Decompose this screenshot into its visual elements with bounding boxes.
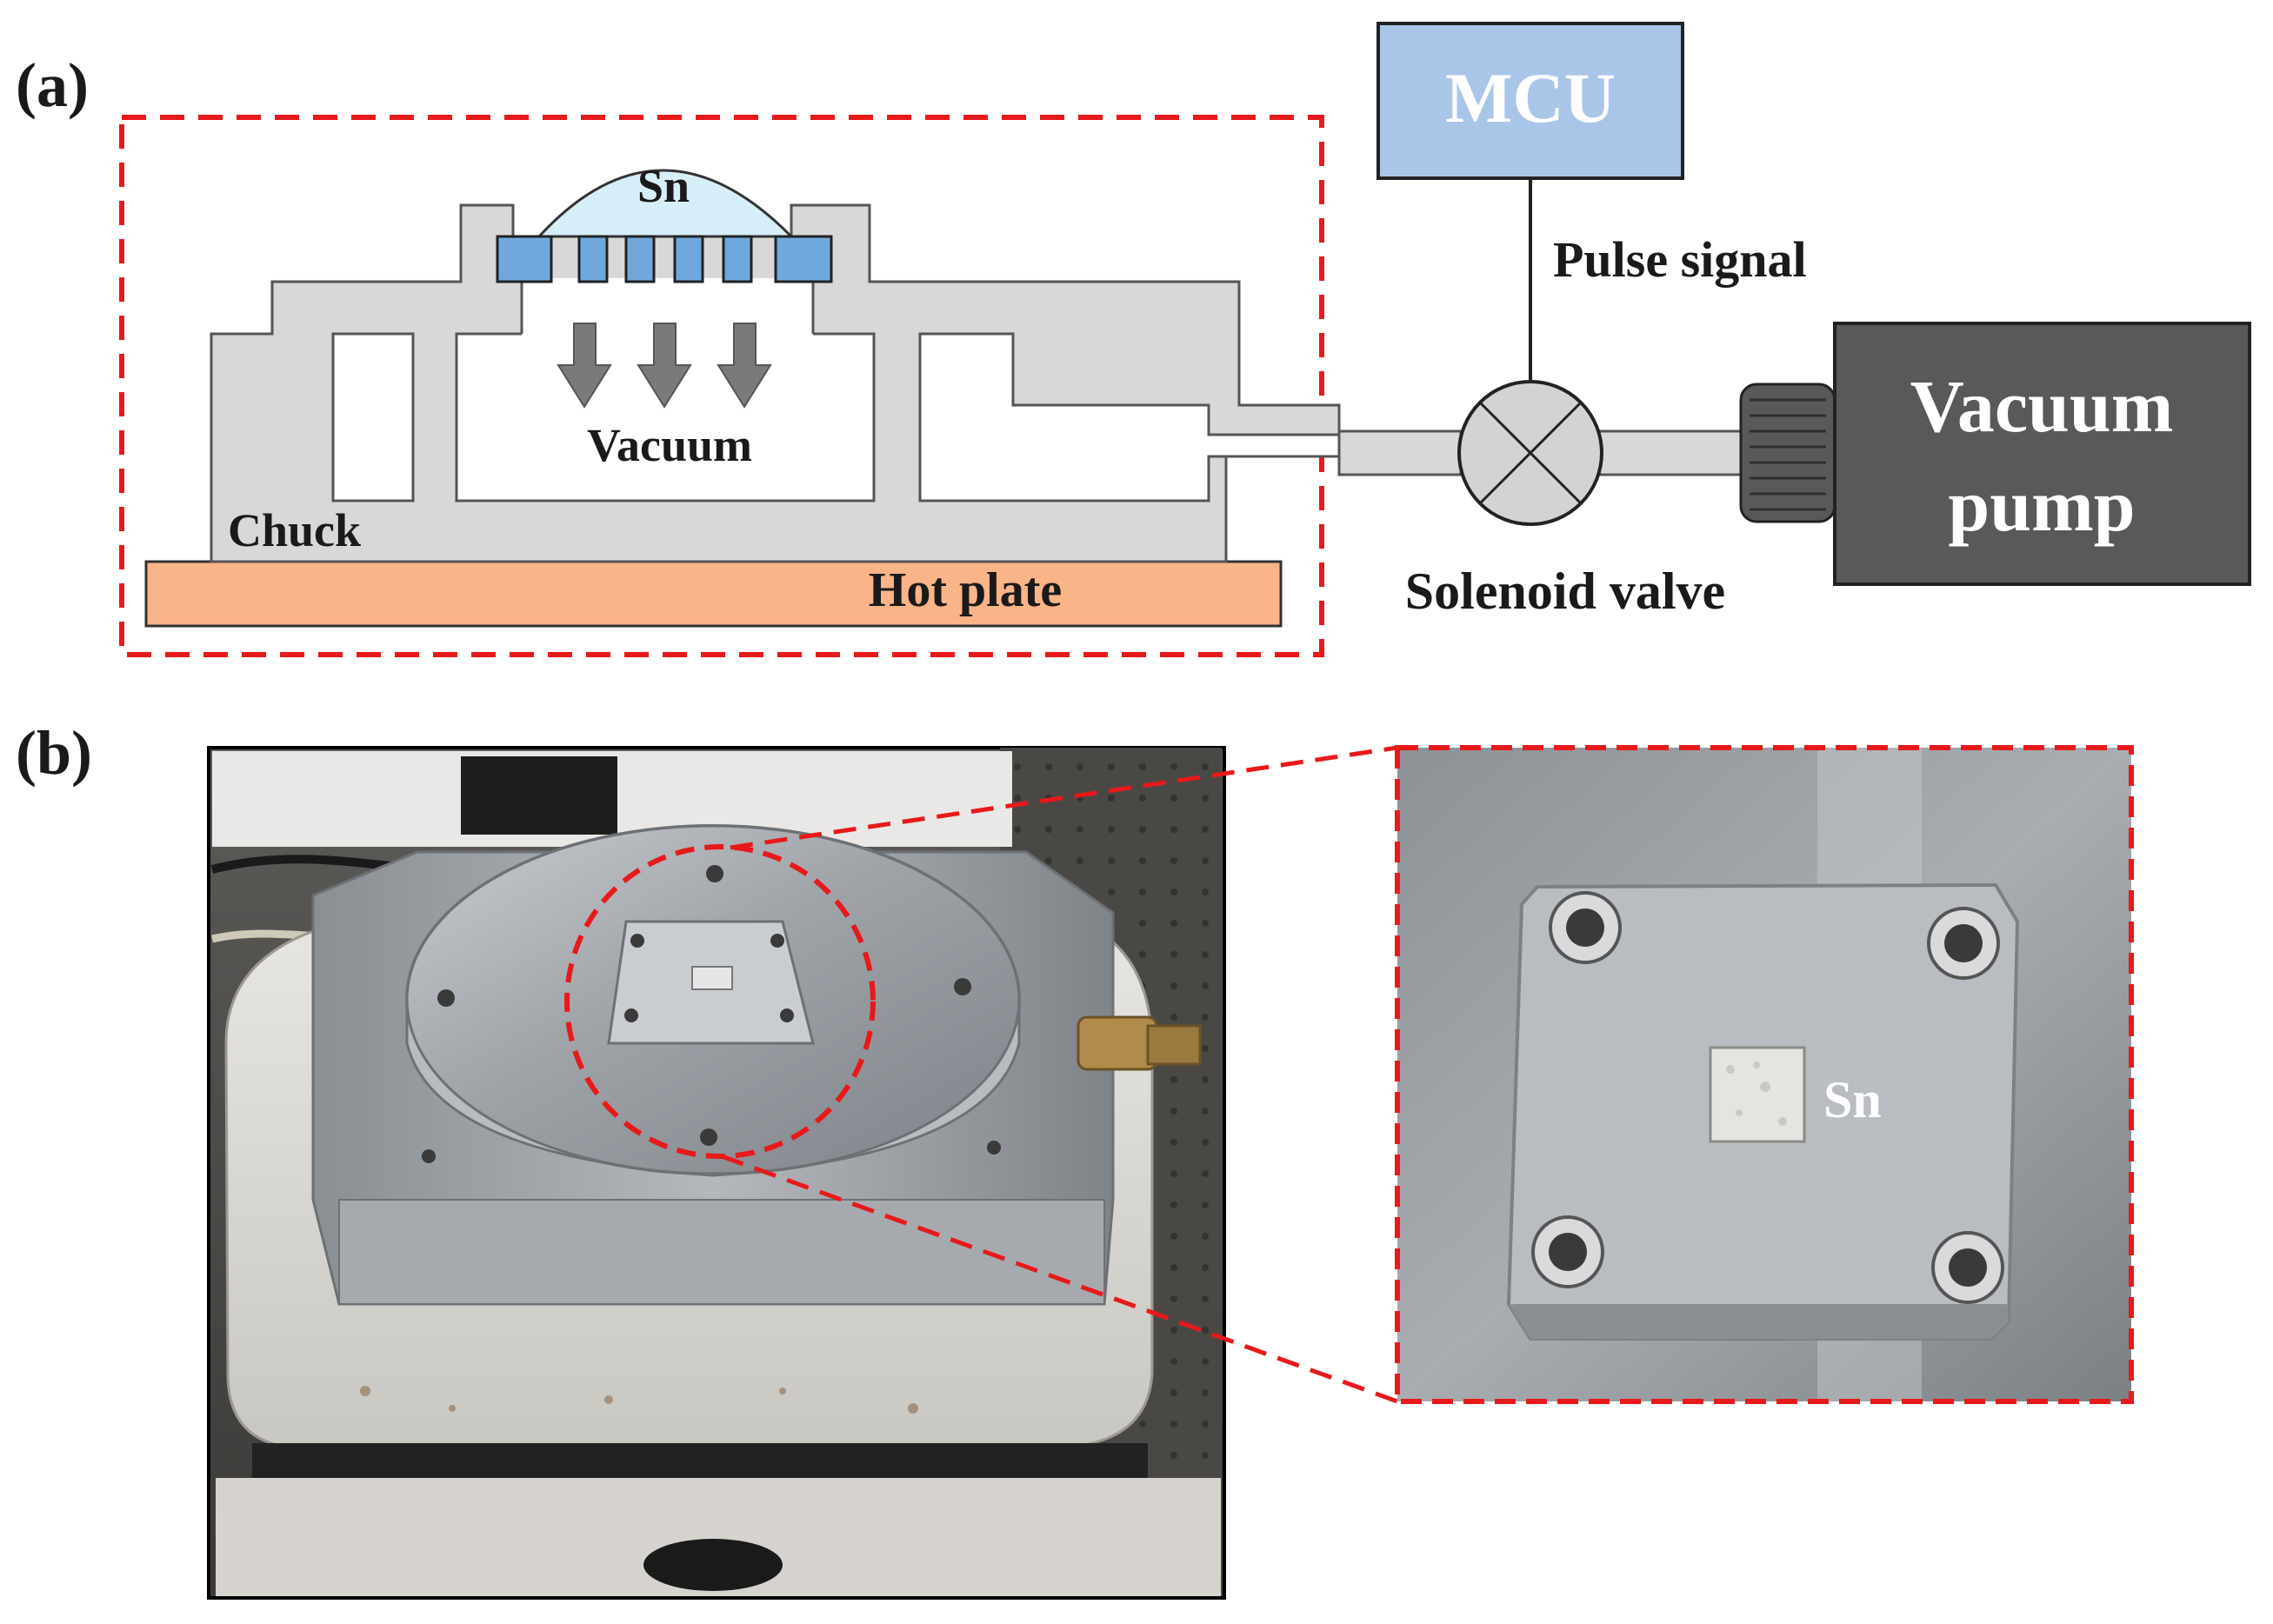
hot-plate-label: Hot plate [869,563,1062,617]
zoom-line-bottom [721,1154,1398,1404]
pump-connector [1739,383,1836,523]
vacuum-line-right [1596,429,1750,476]
vacuum-arrows [557,323,772,409]
hot-plate [144,560,1283,628]
pulse-signal-label: Pulse signal [1553,231,1807,288]
highlight-circle [564,844,876,1159]
setup-photo [207,746,1226,1600]
sn-zoom-label: Sn [1823,1071,1882,1128]
vacuum-label: Vacuum [587,419,752,471]
solenoid-valve-label: Solenoid valve [1405,562,1725,620]
sn-label: Sn [637,160,690,212]
zoom-photo [1395,745,2134,1404]
mcu-box [1376,22,1684,180]
perforated-plate [496,235,833,283]
vacuum-line-left [1337,429,1463,476]
vacuum-pump-box [1833,322,2251,586]
mcu-label: MCU [1445,58,1616,137]
zoom-line-top [730,745,1398,850]
chuck-cavity-left [331,332,415,503]
vacuum-pump-label-line2: pump [1948,463,2135,547]
setup-boundary [119,115,1324,657]
zoom-screws [1531,891,2004,1304]
vacuum-pump-label-line1: Vacuum [1910,364,2174,448]
panel-b-label: (b) [16,718,92,788]
solder-dome [536,169,795,238]
solenoid-valve [1457,380,1603,526]
chuck-label: Chuck [228,504,361,556]
panel-a-label: (a) [16,50,89,120]
